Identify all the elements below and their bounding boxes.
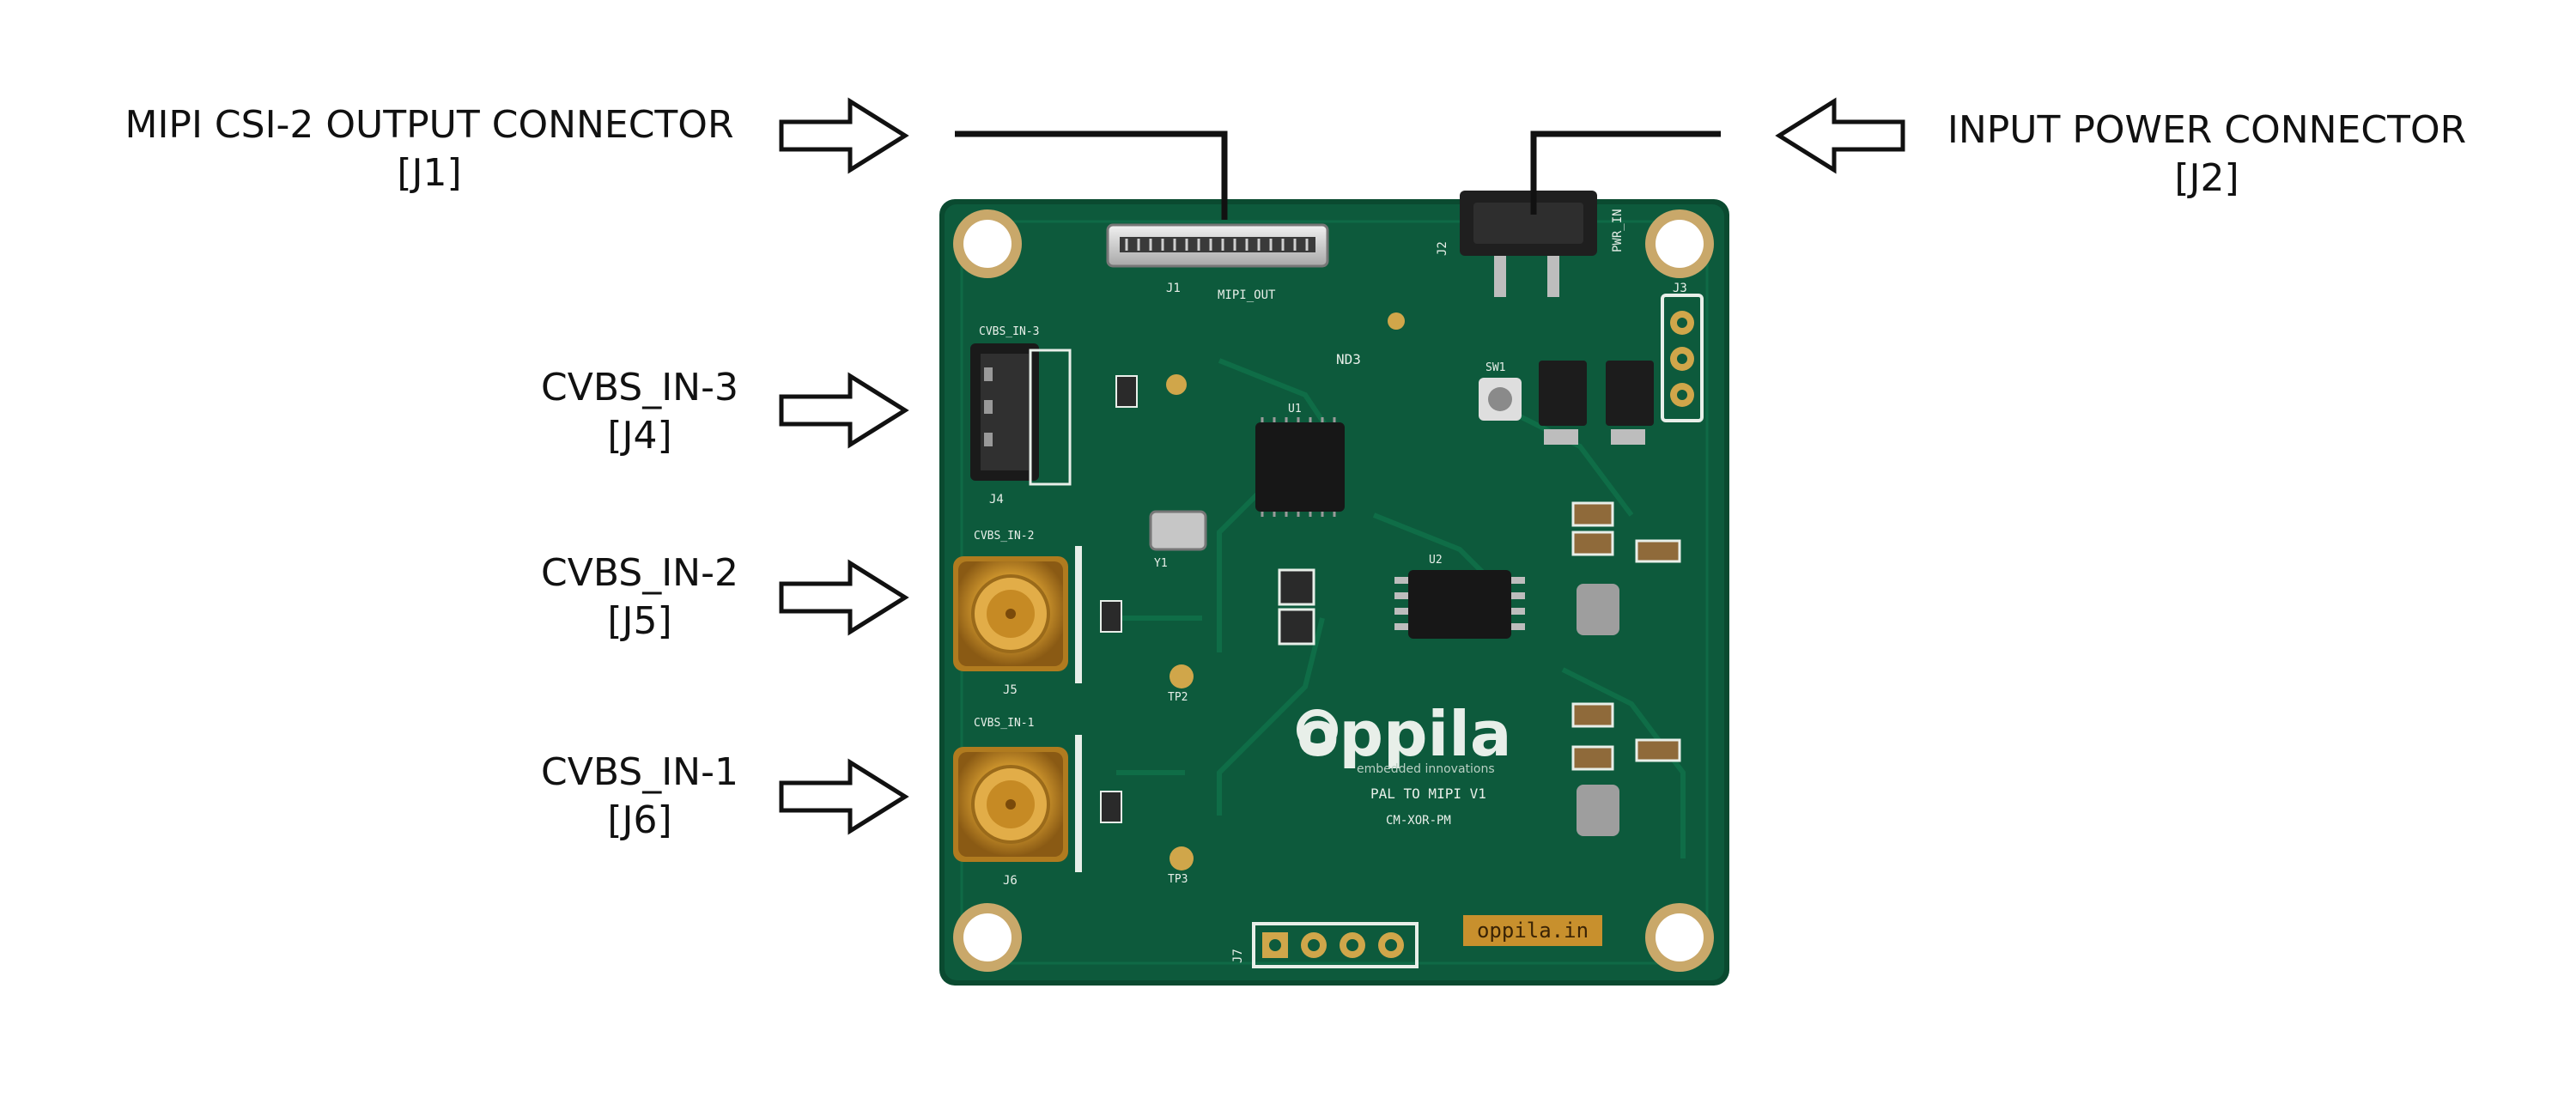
site-badge: oppila.in — [1463, 915, 1602, 946]
silk-u1: U1 — [1288, 403, 1302, 415]
silk-u2: U2 — [1429, 554, 1443, 567]
callout-j2-name: INPUT POWER CONNECTOR — [1947, 108, 2467, 152]
callout-j1-name: MIPI CSI-2 OUTPUT CONNECTOR — [125, 103, 734, 147]
callout-j5: CVBS_IN-2 [J5] — [515, 549, 764, 646]
silk-mipi-out: MIPI_OUT — [1218, 288, 1276, 302]
pcb-board: oppila embedded innovations MIPI_OUT J1 … — [939, 191, 1729, 986]
callout-j5-ref: [J5] — [607, 599, 672, 643]
arrow-j4 — [779, 372, 909, 449]
callout-j2-ref: [J2] — [2174, 156, 2239, 200]
sw1-button — [1479, 378, 1522, 421]
silk-cvbs-in-2: CVBS_IN-2 — [974, 530, 1034, 543]
silk-j7: J7 — [1231, 949, 1245, 963]
callout-j4: CVBS_IN-3 [J4] — [515, 364, 764, 460]
oppila-logo: oppila embedded innovations — [1297, 698, 1512, 776]
arrow-j2 — [1775, 97, 1905, 174]
mounting-holes — [953, 209, 1714, 972]
smd-passives — [1100, 312, 1681, 870]
callout-j6: CVBS_IN-1 [J6] — [515, 749, 764, 845]
logo-text: oppila — [1297, 698, 1512, 770]
callout-j2: INPUT POWER CONNECTOR [J2] — [1932, 106, 2482, 203]
silk-j1: J1 — [1166, 282, 1181, 295]
j1-mipi-connector — [1106, 223, 1329, 268]
callout-j4-name: CVBS_IN-3 — [541, 366, 738, 409]
j5-sma-connector — [953, 546, 1082, 683]
callout-j6-ref: [J6] — [607, 798, 672, 842]
arrow-j5 — [779, 559, 909, 636]
silk-sw1: SW1 — [1485, 361, 1505, 374]
callout-arrows — [779, 97, 1905, 835]
silk-j3: J3 — [1673, 282, 1687, 295]
j2-power-connector — [1460, 191, 1597, 297]
callout-j1: MIPI CSI-2 OUTPUT CONNECTOR [J1] — [120, 101, 738, 197]
u2-ic — [1394, 570, 1525, 639]
board-model: PAL TO MIPI V1 — [1370, 785, 1486, 802]
callout-j4-ref: [J4] — [607, 414, 672, 458]
silk-j4: J4 — [989, 493, 1004, 506]
leader-lines — [955, 130, 1721, 220]
silk-y1: Y1 — [1154, 557, 1168, 570]
j6-sma-connector — [953, 735, 1082, 872]
j7-header — [1252, 922, 1419, 968]
silk-cvbs-in-1: CVBS_IN-1 — [974, 717, 1034, 730]
silk-tp2: TP2 — [1168, 691, 1188, 704]
power-components — [1539, 361, 1654, 445]
silkscreen: MIPI_OUT J1 PWR_IN J2 J3 CVBS_IN-3 J4 CV… — [974, 209, 1687, 963]
callout-j1-ref: [J1] — [397, 151, 462, 195]
site-badge-text: oppila.in — [1477, 919, 1589, 943]
inductors — [1577, 584, 1619, 836]
u1-main-ic — [1255, 417, 1345, 517]
arrow-j6 — [779, 758, 909, 835]
callout-j6-name: CVBS_IN-1 — [541, 750, 738, 794]
silk-tp3: TP3 — [1168, 873, 1188, 886]
board-part: CM-XOR-PM — [1386, 814, 1451, 828]
j4-cvbs-header — [970, 343, 1072, 486]
j3-header — [1661, 294, 1704, 422]
silk-cvbs-in-3: CVBS_IN-3 — [979, 325, 1039, 338]
silk-j6: J6 — [1003, 874, 1018, 888]
silk-j2: J2 — [1436, 241, 1449, 256]
silk-j5: J5 — [1003, 683, 1018, 697]
silk-pwr-in: PWR_IN — [1611, 209, 1625, 252]
y1-crystal — [1149, 510, 1207, 551]
arrow-j1 — [779, 97, 909, 174]
j1-leader-line — [955, 130, 1228, 220]
callout-j5-name: CVBS_IN-2 — [541, 551, 738, 595]
logo-tagline: embedded innovations — [1357, 762, 1495, 776]
j2-leader-line — [1530, 130, 1721, 215]
silk-nd3: ND3 — [1336, 351, 1361, 367]
